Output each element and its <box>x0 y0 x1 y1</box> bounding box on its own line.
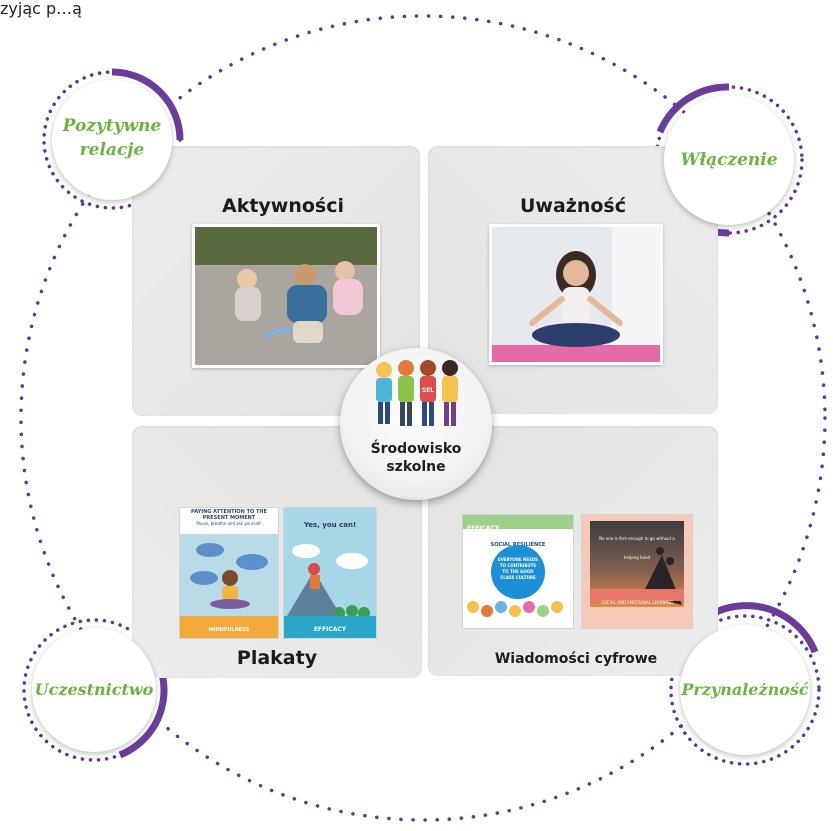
badge-belonging-label: Przynależność <box>681 680 809 699</box>
faces-row-icon <box>467 601 563 617</box>
badge-inclusion-label: Włączenie <box>680 150 778 170</box>
sel-shirt-text: SEL <box>422 387 434 394</box>
badge-participation-label: Uczestnictwo <box>34 680 154 699</box>
center-label-line1: Środowisko <box>370 441 462 457</box>
cropped-top-text: zyjąc p…ą <box>0 0 82 18</box>
activities-title: Aktywności <box>221 195 345 217</box>
digital-message-helping-hand: No one is firm enough to go without a he… <box>581 514 693 629</box>
climbing-child-icon <box>284 544 370 621</box>
poster-mindfulness-heading: PAYING ATTENTION TO THE PRESENT MOMENT <box>191 509 267 521</box>
posters-title: Plakaty <box>236 647 318 669</box>
center-school-environment-disc <box>340 348 492 500</box>
center-label: Środowisko szkolne <box>340 440 492 476</box>
digital-message-social-resilience: EFFICACY SOCIAL RESILIENCE EVERYONE NEED… <box>462 514 574 629</box>
badge-positive-relations-line2: relacje <box>79 140 145 160</box>
mindfulness-title: Uważność <box>519 195 626 217</box>
children-drawing-with-chalk-photo <box>192 224 380 368</box>
poster-efficacy: Yes, you can! EFFICACY <box>283 507 377 639</box>
digital-message-1-heading: EFFICACY <box>467 525 500 532</box>
digital-message-2-footer: SOCIAL AND EMOTIONAL LEARNING <box>601 600 673 605</box>
poster-mindfulness: PAYING ATTENTION TO THE PRESENT MOMENT P… <box>179 507 279 639</box>
badge-participation <box>32 628 156 752</box>
poster-efficacy-footer: EFFICACY <box>313 626 347 633</box>
badge-positive-relations-label: Pozytywne relacje <box>52 114 172 162</box>
badge-belonging <box>680 625 810 755</box>
poster-efficacy-heading: Yes, you can! <box>303 521 357 529</box>
center-label-line2: szkolne <box>386 459 446 475</box>
climbers-silhouette-icon <box>642 547 682 605</box>
girl-meditating-photo <box>489 224 663 365</box>
digital-message-2-heading: No one is firm enough to go without a he… <box>599 536 675 560</box>
badge-inclusion <box>664 95 794 225</box>
badge-positive-relations-line1: Pozytywne <box>62 116 162 136</box>
digital-messages-title: Wiadomości cyfrowe <box>494 651 658 667</box>
badge-positive-relations <box>52 80 172 200</box>
poster-mindfulness-footer: MINDFULNESS <box>208 627 250 633</box>
digital-message-1-body: EVERYONE NEEDS TO CONTRIBUTE TO THE GOOD… <box>497 557 539 580</box>
meditating-child-icon <box>190 543 268 609</box>
four-students-illustration: SEL <box>376 360 458 426</box>
poster-mindfulness-subtitle: Pause, breathe and ask yourself: <box>196 521 262 526</box>
